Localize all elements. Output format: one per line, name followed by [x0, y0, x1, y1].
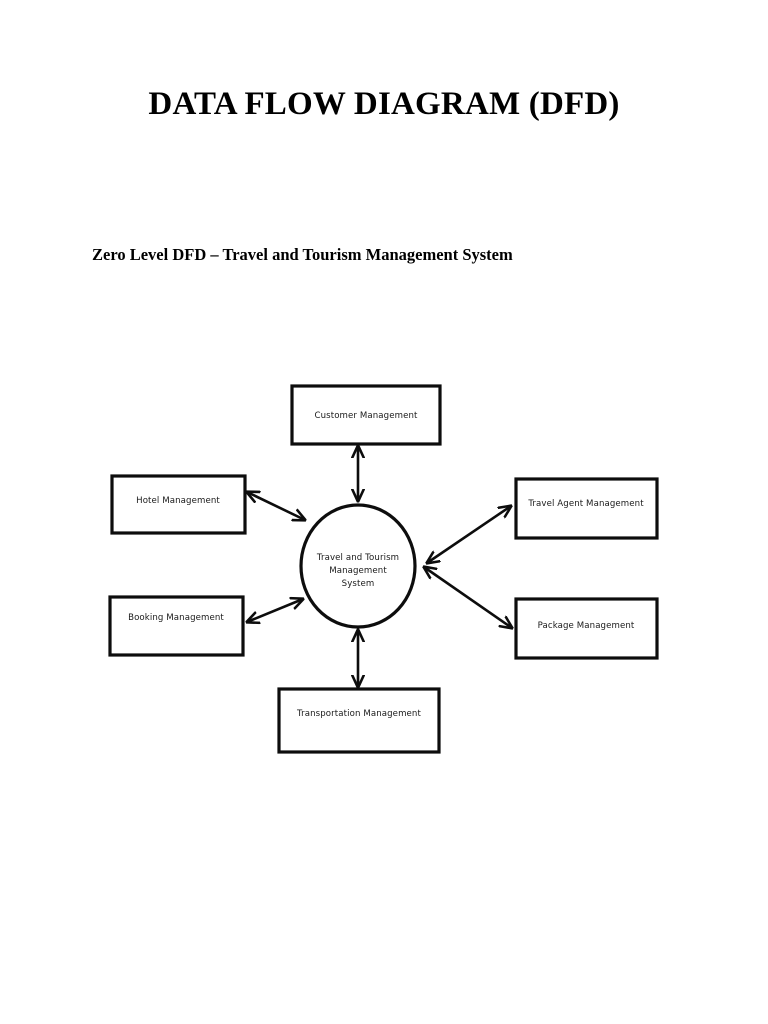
entity-label: Hotel Management: [136, 496, 220, 506]
entity-label: Package Management: [538, 621, 635, 631]
process-label-line2: Management: [329, 566, 387, 576]
process-label-line3: System: [342, 579, 375, 589]
flow-lines: [247, 446, 512, 687]
dfd-diagram: Travel and Tourism Management System Cus…: [0, 360, 768, 780]
entity-label: Booking Management: [128, 613, 224, 623]
entity-box: [514, 477, 659, 540]
flow-booking-process: [247, 599, 303, 622]
entity-label: Travel Agent Management: [527, 499, 644, 509]
process-label-line1: Travel and Tourism: [316, 553, 399, 563]
diagram-subtitle: Zero Level DFD – Travel and Tourism Mana…: [92, 245, 513, 264]
entity-booking-management[interactable]: Booking Management: [108, 595, 245, 657]
entity-customer-management[interactable]: Customer Management: [290, 384, 442, 446]
process-ellipse: [299, 503, 417, 629]
entity-box: [514, 597, 659, 660]
entity-box: [110, 474, 247, 535]
entity-box: [277, 687, 441, 754]
entity-package-management[interactable]: Package Management: [514, 597, 659, 660]
flow-travelagent-process: [427, 506, 511, 563]
entity-box: [108, 595, 245, 657]
process-node[interactable]: Travel and Tourism Management System: [299, 503, 417, 629]
flow-package-process: [424, 567, 512, 628]
entity-travel-agent-management[interactable]: Travel Agent Management: [514, 477, 659, 540]
entity-hotel-management[interactable]: Hotel Management: [110, 474, 247, 535]
entity-transportation-management[interactable]: Transportation Management: [277, 687, 441, 754]
entity-label: Transportation Management: [296, 709, 421, 719]
entity-label: Customer Management: [315, 411, 419, 421]
entity-box: [290, 384, 442, 446]
page-title: DATA FLOW DIAGRAM (DFD): [148, 86, 620, 122]
flow-hotel-process: [247, 492, 305, 520]
